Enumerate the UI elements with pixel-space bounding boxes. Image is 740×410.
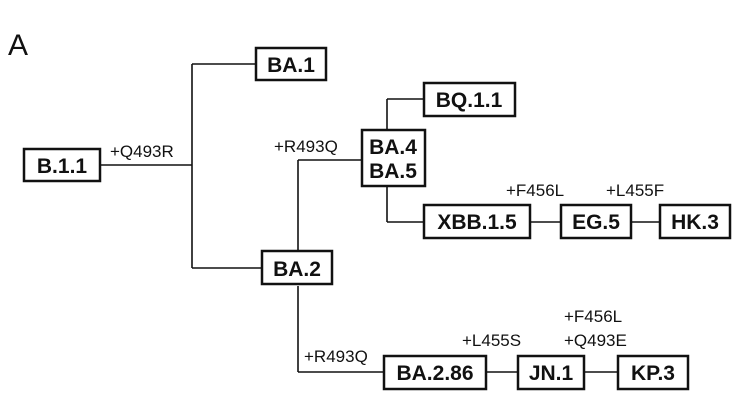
node-label-xbb15: XBB.1.5: [437, 211, 517, 234]
node-label-ba4: BA.4: [369, 136, 417, 159]
node-ba286: BA.2.86: [382, 354, 488, 391]
node-label-ba286: BA.2.86: [396, 362, 473, 385]
node-label-kp3: KP.3: [631, 362, 675, 385]
mutation-f456l-eg5: +F456L: [506, 181, 564, 200]
mutation-f456l-kp3: +F456L: [564, 307, 622, 326]
node-hk3: HK.3: [658, 203, 732, 240]
node-label-ba1: BA.1: [267, 54, 315, 77]
node-ba1: BA.1: [254, 46, 328, 82]
node-b11: B.1.1: [22, 147, 102, 183]
node-kp3: KP.3: [616, 354, 690, 391]
node-label-jn1: JN.1: [529, 362, 574, 385]
node-xbb15: XBB.1.5: [422, 203, 532, 240]
node-label-hk3: HK.3: [671, 211, 719, 234]
mutation-r493q-lower: +R493Q: [304, 347, 368, 366]
mutation-r493q-upper: +R493Q: [274, 137, 338, 156]
mutation-q493r: +Q493R: [110, 142, 174, 161]
node-label-bq11: BQ.1.1: [436, 89, 503, 112]
tree-edges: [100, 63, 660, 373]
mutation-l455f-hk3: +L455F: [606, 181, 664, 200]
node-bq11: BQ.1.1: [422, 81, 517, 118]
mutation-q493e-kp3: +Q493E: [564, 331, 627, 350]
node-ba2: BA.2: [260, 249, 334, 286]
mutation-labels: +Q493R +R493Q +F456L +L455F +R493Q +L455…: [110, 137, 664, 366]
node-jn1: JN.1: [516, 354, 586, 391]
node-label-ba2: BA.2: [273, 258, 321, 281]
node-label-b11: B.1.1: [37, 155, 88, 178]
panel-label: A: [8, 29, 28, 62]
node-eg5: EG.5: [559, 203, 633, 240]
node-ba45: BA.4 BA.5: [360, 128, 427, 188]
node-label-ba5: BA.5: [369, 160, 417, 183]
node-label-eg5: EG.5: [572, 211, 620, 234]
mutation-l455s-jn1: +L455S: [462, 331, 521, 350]
